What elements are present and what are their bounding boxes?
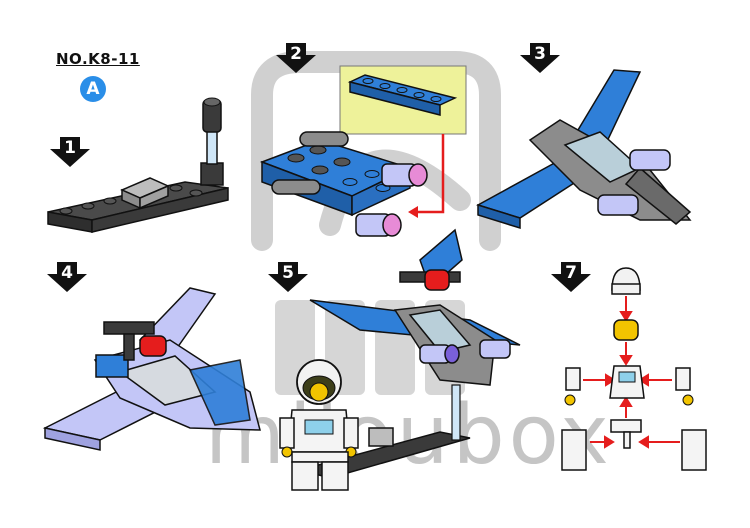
variant-badge: A bbox=[80, 76, 106, 102]
step-3-number: 3 bbox=[534, 44, 546, 64]
step-7-marker: 7 bbox=[551, 262, 591, 292]
down-arrow-icon bbox=[50, 137, 90, 167]
down-arrow-icon bbox=[551, 262, 591, 292]
step-3-marker: 3 bbox=[520, 43, 560, 73]
step-2-number: 2 bbox=[290, 44, 302, 64]
model-number: NO.K8-11 bbox=[56, 50, 140, 68]
down-arrow-icon bbox=[268, 262, 308, 292]
down-arrow-icon bbox=[47, 262, 87, 292]
down-arrow-icon bbox=[276, 43, 316, 73]
step-5-marker: 5 bbox=[268, 262, 308, 292]
down-arrow-icon bbox=[520, 43, 560, 73]
step-7-number: 7 bbox=[565, 263, 577, 283]
step-2-marker: 2 bbox=[276, 43, 316, 73]
step-1-marker: 1 bbox=[50, 137, 90, 167]
step-4-number: 4 bbox=[61, 263, 73, 283]
step-5-number: 5 bbox=[282, 263, 294, 283]
brand-wordmark: miloubox bbox=[205, 388, 613, 483]
step-1-number: 1 bbox=[64, 138, 76, 158]
step-4-marker: 4 bbox=[47, 262, 87, 292]
